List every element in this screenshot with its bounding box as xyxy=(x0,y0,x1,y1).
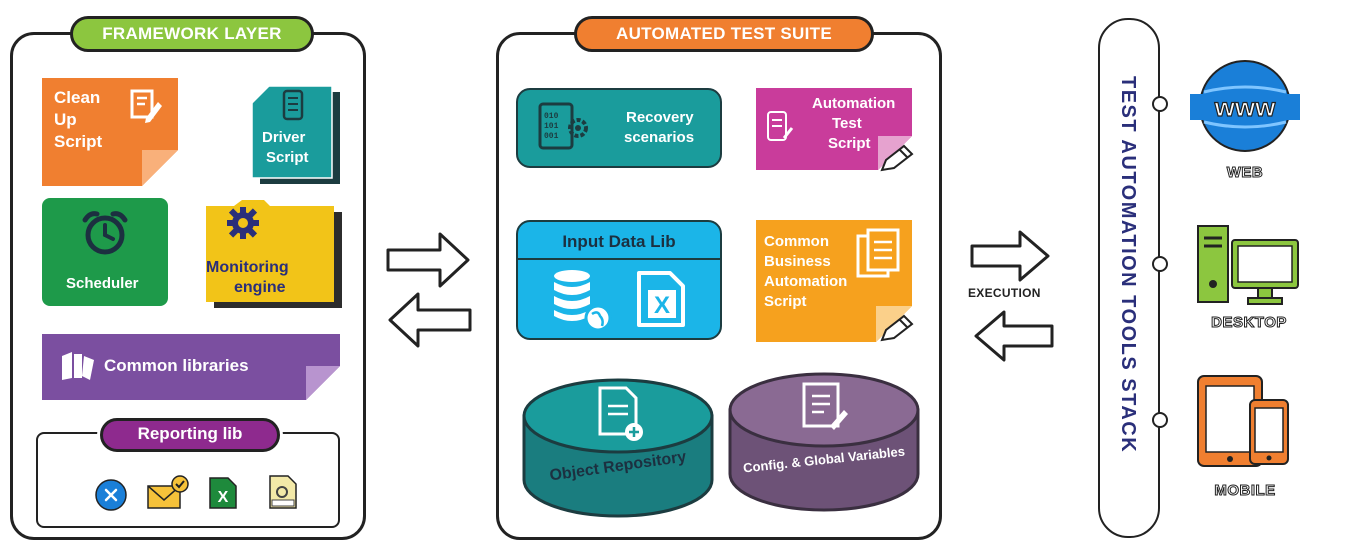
monitoring-line2: engine xyxy=(234,279,286,296)
automation-line3: Script xyxy=(828,135,871,152)
database-globe-icon xyxy=(554,270,612,332)
books-icon xyxy=(62,352,94,380)
svg-text:001: 001 xyxy=(544,132,559,141)
script-scroll-icon xyxy=(767,111,794,141)
common-business-line2: Business xyxy=(764,253,831,270)
cleanup-line1: Clean xyxy=(54,88,101,107)
pencil-icon xyxy=(880,144,914,172)
automation-line1: Automation xyxy=(812,95,896,112)
driver-script-shape xyxy=(251,85,340,184)
alarm-clock-icon xyxy=(82,211,128,255)
gear-icon xyxy=(227,207,259,239)
recovery-line2: scenarios xyxy=(624,129,695,146)
recovery-scenarios-tile[interactable]: 010 101 001 Recovery scenarios xyxy=(516,88,722,168)
desktop-label: DESKTOP xyxy=(1211,314,1287,332)
svg-text:101: 101 xyxy=(544,122,559,131)
documents-icon xyxy=(856,228,900,278)
scheduler-tile[interactable]: Scheduler xyxy=(42,198,168,306)
framework-layer-title: FRAMEWORK LAYER xyxy=(70,16,314,52)
input-data-lib-label: Input Data Lib xyxy=(562,232,676,251)
execution-arrow-right xyxy=(970,230,1050,282)
common-business-script-tile[interactable]: Common Business Automation Script xyxy=(756,220,912,342)
automated-test-suite-title: AUTOMATED TEST SUITE xyxy=(574,16,874,52)
web-globe-icon[interactable]: www xyxy=(1190,56,1300,156)
common-libraries-label: Common libraries xyxy=(104,356,249,375)
driver-line1: Driver xyxy=(262,129,306,146)
svg-text:010: 010 xyxy=(544,112,559,121)
driver-line2: Script xyxy=(266,149,309,166)
edit-document-icon xyxy=(130,89,162,123)
desktop-computer-icon[interactable] xyxy=(1194,222,1304,312)
pencil-icon xyxy=(880,314,914,342)
close-circle-icon xyxy=(95,479,127,511)
excel-file-icon: X xyxy=(209,477,237,509)
document-add-icon xyxy=(598,386,643,441)
tools-stack-rail xyxy=(1098,18,1160,538)
cleanup-line3: Script xyxy=(54,132,103,151)
input-data-lib-divider xyxy=(518,258,720,260)
excel-file-icon: X xyxy=(637,271,685,327)
bidirectional-arrows-left xyxy=(386,232,472,348)
cleanup-line2: Up xyxy=(54,110,77,129)
email-check-icon xyxy=(147,475,189,509)
scroll-icon xyxy=(282,89,304,121)
mobile-connector-knob xyxy=(1152,412,1168,428)
driver-script-tile[interactable]: Driver Script xyxy=(246,82,342,186)
common-libraries-tile[interactable]: Common libraries xyxy=(42,334,340,400)
common-business-line4: Script xyxy=(764,293,807,310)
cleanup-script-tile[interactable]: Clean Up Script xyxy=(42,78,178,186)
common-libraries-shape xyxy=(42,334,340,400)
desktop-connector-knob xyxy=(1152,256,1168,272)
common-business-line3: Automation xyxy=(764,273,848,290)
recovery-line1: Recovery xyxy=(626,109,694,126)
www-text: www xyxy=(1214,92,1276,122)
monitoring-line1: Monitoring xyxy=(206,259,289,276)
scheduler-label: Scheduler xyxy=(66,275,139,292)
automation-line2: Test xyxy=(832,115,862,132)
common-business-line1: Common xyxy=(764,233,829,250)
mobile-devices-icon[interactable] xyxy=(1194,372,1294,472)
input-data-lib-tile[interactable]: Input Data Lib X xyxy=(516,220,722,340)
xhtml-file-icon xyxy=(269,475,297,509)
monitoring-engine-tile[interactable]: Monitoring engine xyxy=(204,198,344,310)
object-repository-cylinder[interactable] xyxy=(520,376,716,524)
tools-stack-title: TEST AUTOMATION TOOLS STACK xyxy=(1117,76,1139,454)
web-connector-knob xyxy=(1152,96,1168,112)
reporting-lib-label: Reporting lib xyxy=(137,424,243,443)
automation-test-script-tile[interactable]: Automation Test Script xyxy=(756,88,912,170)
web-label: WEB xyxy=(1226,164,1264,182)
tablet-gear-icon: 010 101 001 xyxy=(538,102,588,150)
svg-text:X: X xyxy=(654,292,670,319)
reporting-lib-pill[interactable] xyxy=(100,418,280,452)
execution-label: EXECUTION xyxy=(968,286,1041,300)
execution-arrow-left xyxy=(974,310,1054,362)
checklist-edit-icon xyxy=(802,382,848,430)
svg-text:X: X xyxy=(218,489,229,506)
config-variables-cylinder[interactable] xyxy=(726,370,922,518)
mobile-label: MOBILE xyxy=(1214,482,1276,500)
